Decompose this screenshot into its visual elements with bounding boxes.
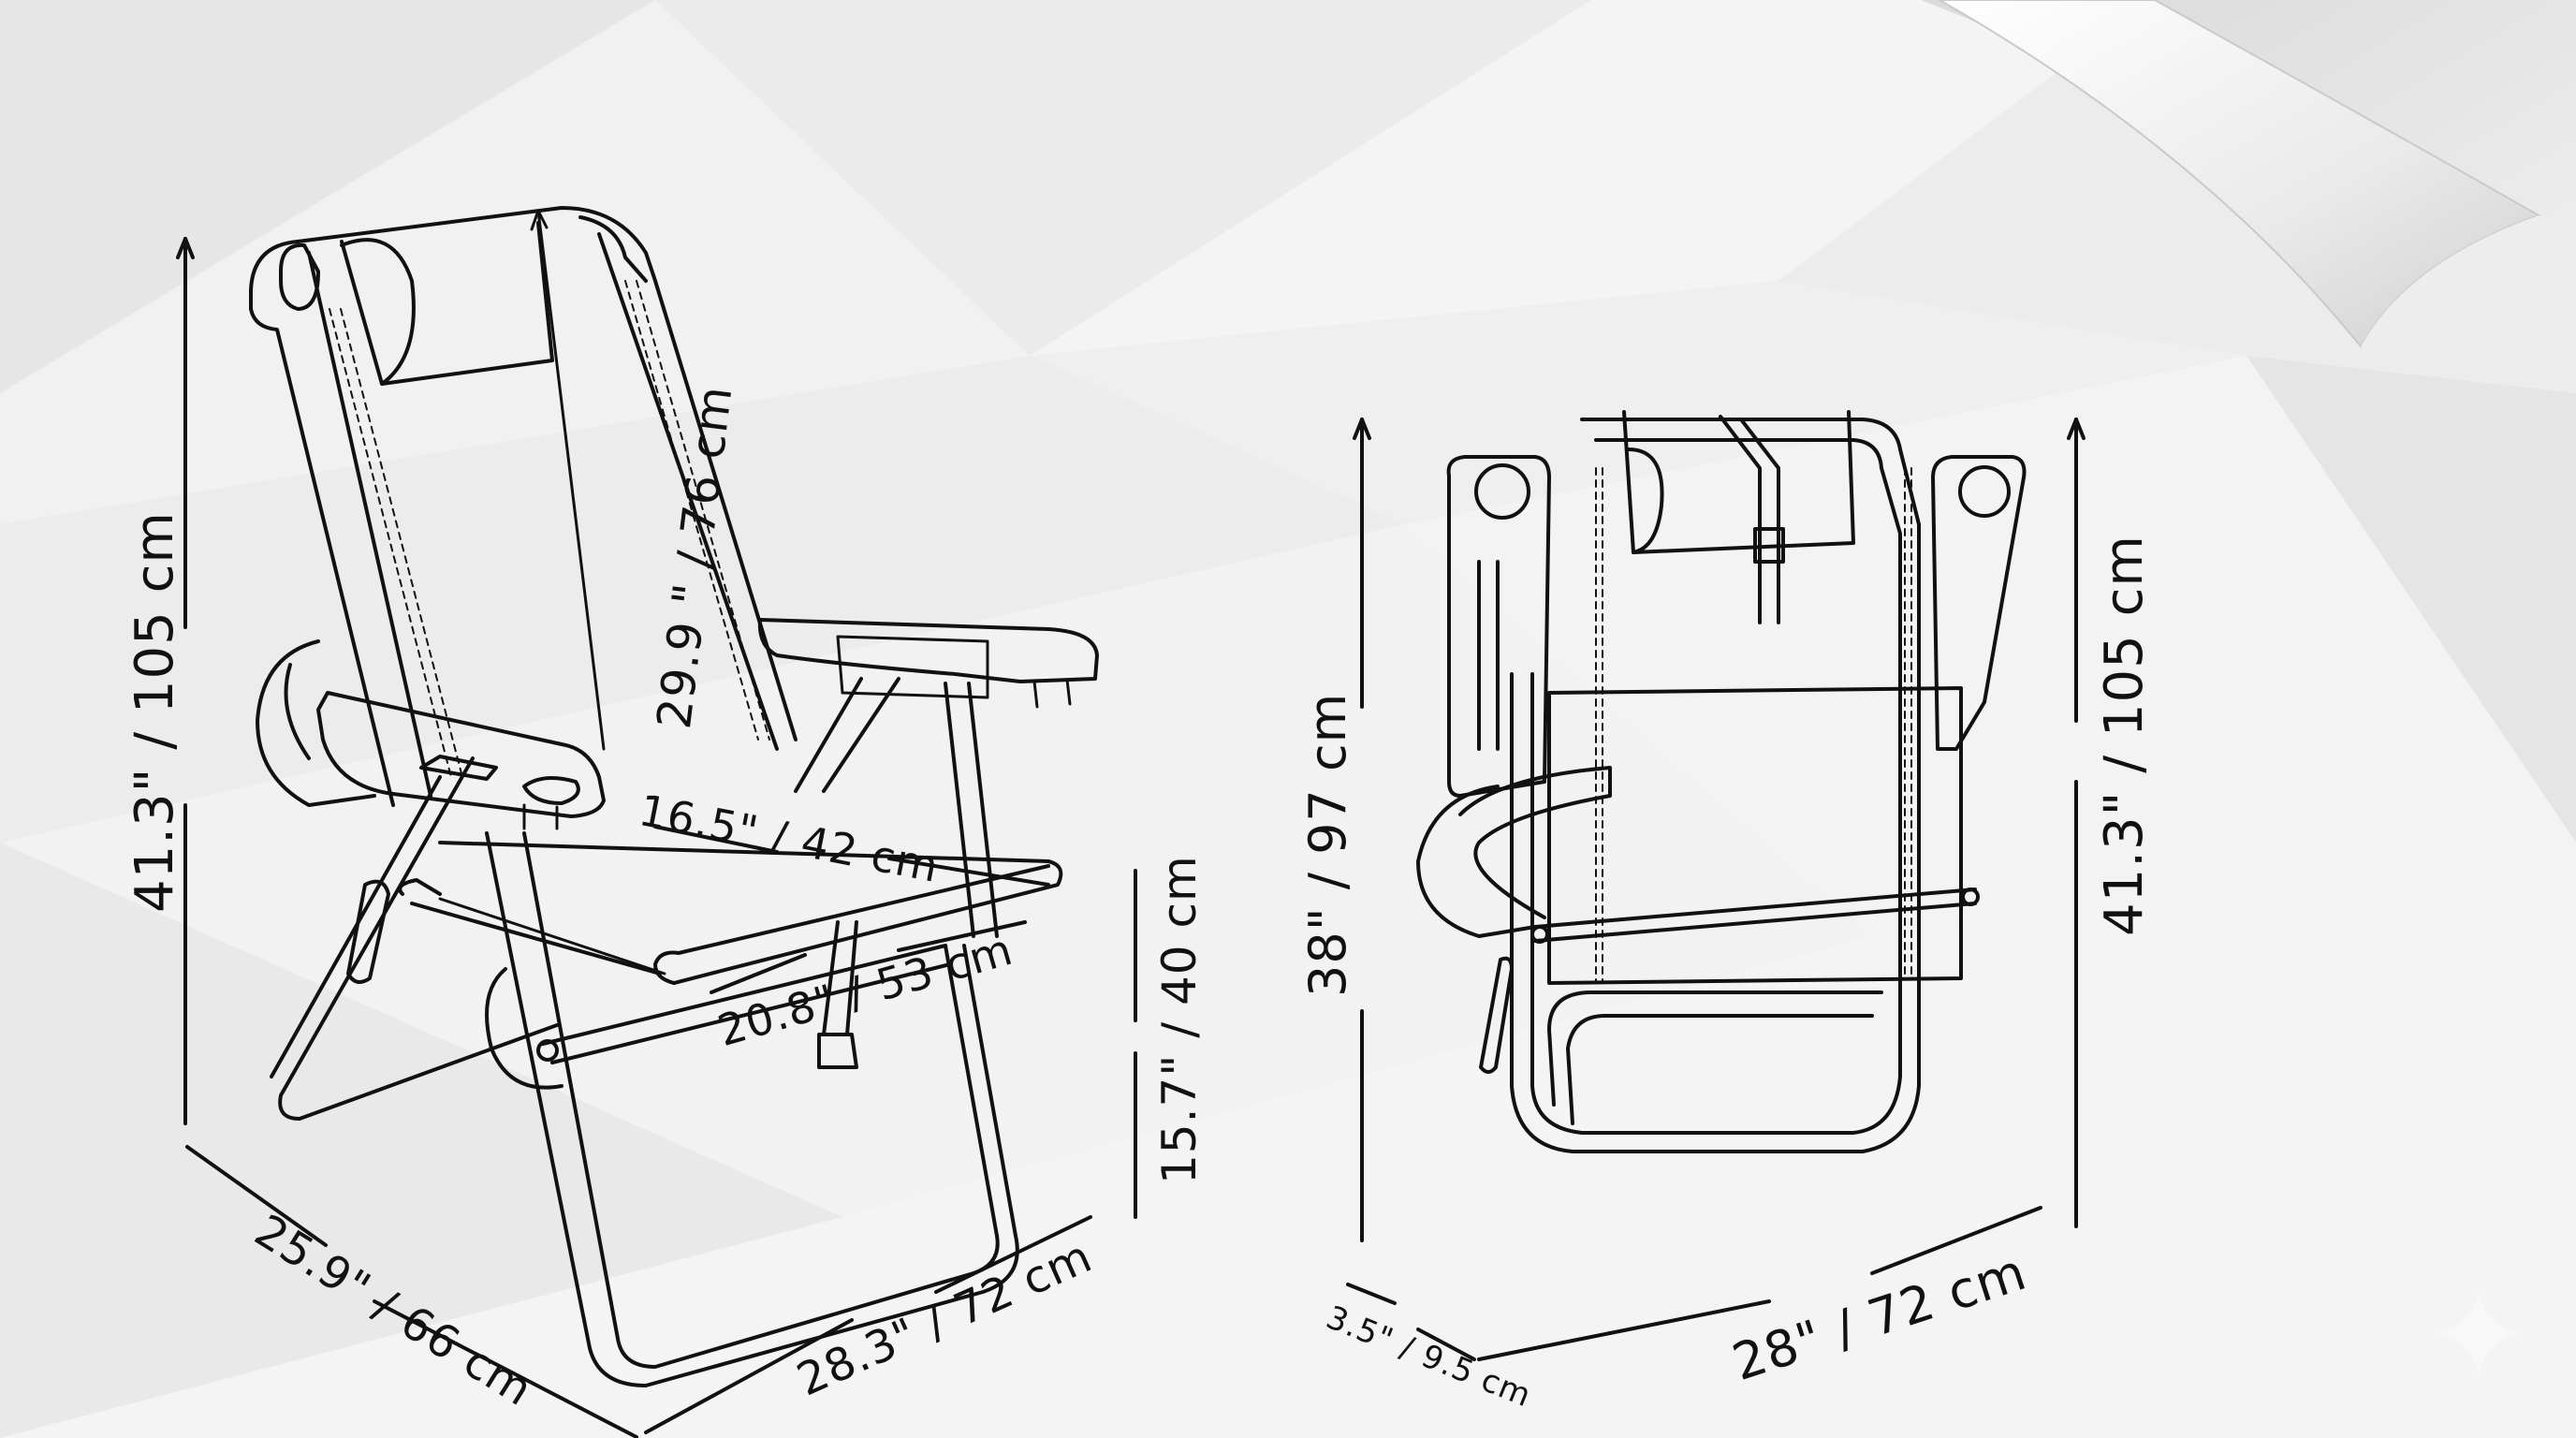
unfolded-chair: [249, 206, 1099, 1387]
folded-dimension-lines: [1346, 418, 2086, 1361]
folded-frame-height-label: 38" / 97 cm: [1298, 692, 1357, 997]
folded-overall-height-label: 41.3" / 105 cm: [2094, 535, 2155, 936]
sparkle-icon: [2434, 1288, 2524, 1378]
unfolded-dimension-lines: [176, 209, 1137, 1438]
folded-chair: [1416, 410, 2027, 1153]
seat-height-label: 15.7" / 40 cm: [1152, 855, 1207, 1184]
overall-height-label: 41.3" / 105 cm: [124, 511, 185, 913]
page-curl-corner: [1921, 0, 2576, 393]
